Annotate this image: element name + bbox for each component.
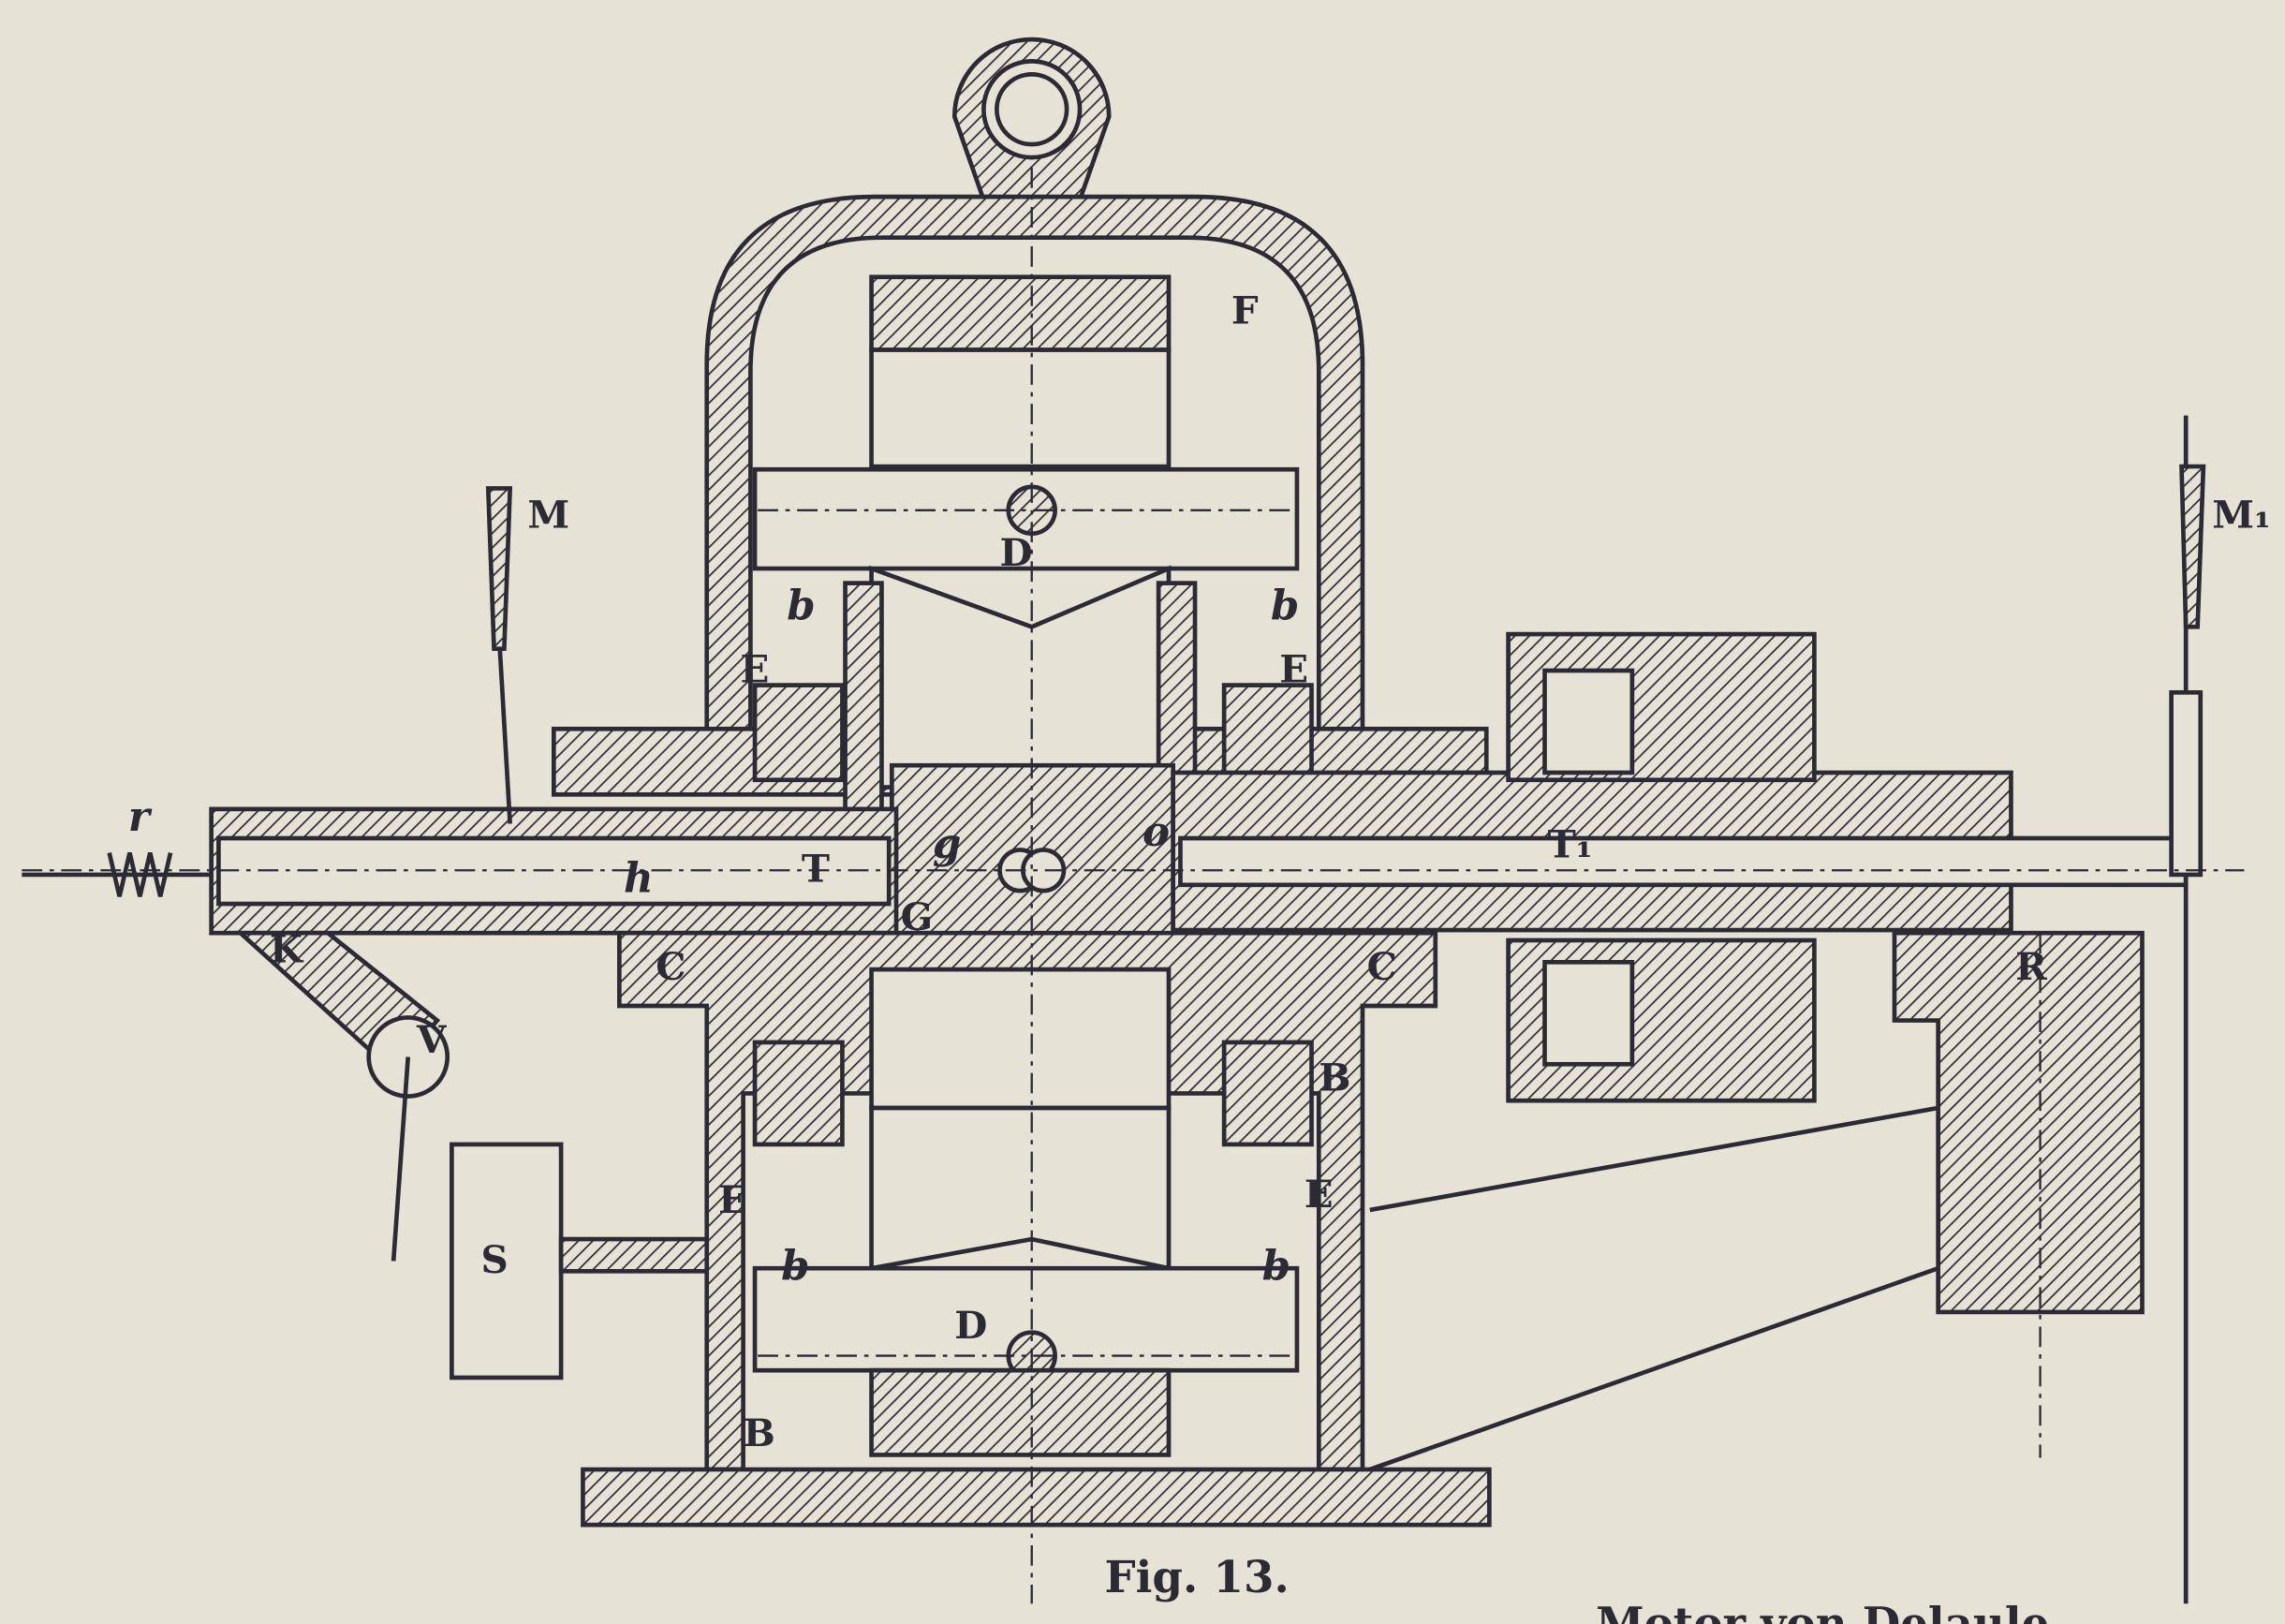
- label-d-upper: D: [1000, 530, 1033, 575]
- label-v: V: [416, 1017, 447, 1062]
- label-b-upper-right: b: [1271, 583, 1299, 630]
- label-g: g: [933, 819, 961, 867]
- lower-rotor-bottom: [869, 1367, 1172, 1457]
- lower-bearing-right: [1221, 1040, 1314, 1147]
- label-e-lower-right: E: [1305, 1172, 1334, 1217]
- label-d-lower: D: [954, 1303, 987, 1348]
- running-caption: Motor von Delaule: [1596, 1599, 2049, 1624]
- label-h: h: [624, 855, 654, 903]
- label-o: o: [1142, 808, 1170, 856]
- label-b-lower-right: b: [1262, 1243, 1290, 1291]
- label-k: K: [270, 926, 304, 971]
- flywheel: [1506, 631, 1817, 1103]
- label-e-upper-left: E: [741, 646, 770, 691]
- upper-bearing-right: [1221, 683, 1314, 783]
- lower-bearing-left: [752, 1040, 845, 1147]
- label-m: M: [527, 492, 569, 537]
- handle-m: [485, 486, 513, 824]
- upper-rotor-top: [869, 274, 1172, 352]
- label-r-spring: r: [128, 793, 153, 841]
- label-s: S: [481, 1237, 509, 1282]
- label-e-upper-right: E: [1279, 646, 1308, 691]
- upper-bearing-left: [752, 683, 845, 783]
- label-b-upper-left: b: [787, 583, 815, 630]
- lifting-eye: [951, 37, 1112, 207]
- label-b-body-right: B: [1319, 1055, 1350, 1100]
- bearing-stand-r: [1892, 930, 2145, 1315]
- label-t1: T₁: [1548, 821, 1593, 866]
- figure-caption: Fig. 13.: [1105, 1552, 1290, 1603]
- label-c-right: C: [1367, 944, 1397, 989]
- label-f: F: [1231, 288, 1259, 333]
- label-e-lower-left: E: [718, 1177, 747, 1222]
- label-c-left: C: [656, 944, 686, 989]
- handle-m1: [2169, 464, 2206, 878]
- spring-r: [22, 852, 212, 897]
- label-b-body-left: B: [744, 1410, 775, 1455]
- label-g-upper: G: [901, 894, 934, 939]
- label-b-lower-left: b: [781, 1243, 809, 1291]
- label-m1: M₁: [2212, 492, 2270, 537]
- label-r-stand: R: [2015, 944, 2047, 989]
- pulley-s: [450, 1142, 710, 1380]
- base-plate: [581, 1467, 1492, 1528]
- frame-arch: [704, 194, 1365, 731]
- label-t: T: [802, 847, 830, 892]
- shaft-t1: [1178, 835, 2189, 888]
